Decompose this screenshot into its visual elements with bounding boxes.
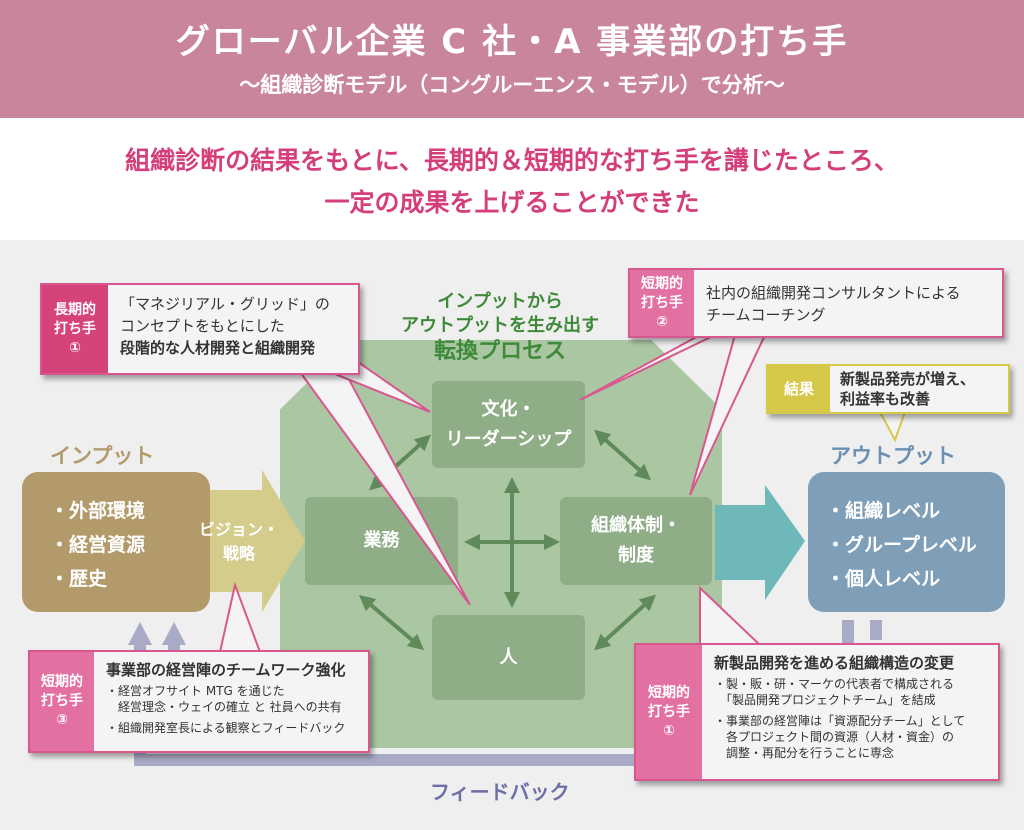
input-item: ・外部環境 [50,500,146,522]
header: グローバル企業 C 社・A 事業部の打ち手 〜組織診断モデル（コングルーエンス・… [0,0,1024,118]
callout-pointer [298,371,471,606]
callout-pointer [699,585,763,646]
feedback-label: フィードバック [430,780,570,804]
feedback-arrow-up [128,622,152,645]
input-item: ・歴史 [50,568,108,590]
lead-line-2: 一定の成果を上げることができた [324,188,700,217]
process-heading-1: インプットから [437,291,563,312]
callout-pointer [579,334,716,401]
callout-pointer [878,411,907,443]
process-heading-2: アウトプットを生み出す [401,315,599,336]
callout-pointer [218,581,262,653]
result-tag: 結果 [768,366,830,412]
callout-result: 結果 新製品発売が増え、利益率も改善 [766,364,1010,414]
box-culture-leadership: 文化・リーダーシップ [432,381,585,468]
box-people: 人 [432,615,585,700]
input-title: インプット [50,444,155,468]
process-heading: インプットから アウトプットを生み出す 転換プロセス [380,290,620,366]
input-box: ・外部環境 ・経営資源 ・歴史 [22,472,210,612]
output-box: ・組織レベル ・グループレベル ・個人レベル [808,472,1005,612]
page-title: グローバル企業 C 社・A 事業部の打ち手 [175,22,849,62]
input-item: ・経営資源 [50,534,146,556]
output-item: ・グループレベル [826,534,977,556]
lead-line-1: 組織診断の結果をもとに、長期的＆短期的な打ち手を講じたところ、 [125,146,899,175]
output-title: アウトプット [830,444,956,468]
feedback-arrow-up [162,622,186,645]
output-arrow [715,485,805,600]
vision-arrow [195,470,305,612]
output-item: ・組織レベル [826,500,941,522]
box-structure: 組織体制・制度 [560,497,712,585]
lead-text: 組織診断の結果をもとに、長期的＆短期的な打ち手を講じたところ、 一定の成果を上げ… [0,140,1024,224]
callout-pointer [689,334,767,496]
output-item: ・個人レベル [826,568,941,590]
page-subtitle: 〜組織診断モデル（コングルーエンス・モデル）で分析〜 [239,73,785,97]
vision-label: ビジョン・戦略 [198,520,279,563]
process-heading-3: 転換プロセス [433,339,566,364]
